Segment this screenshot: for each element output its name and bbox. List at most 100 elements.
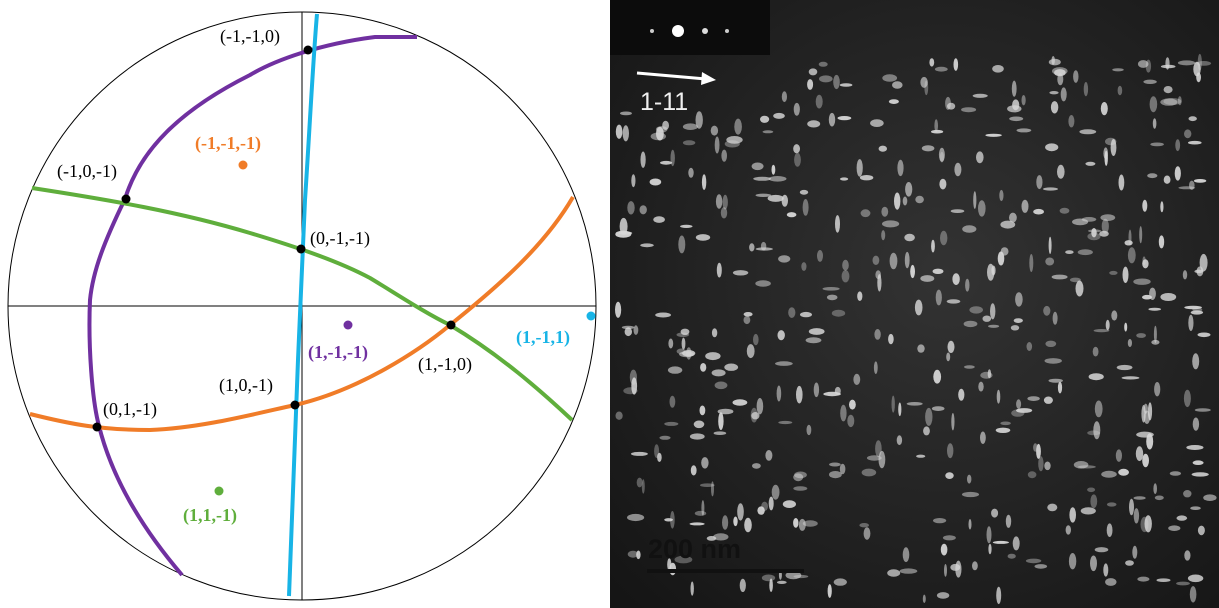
precipitate [938, 147, 945, 162]
precipitate [1101, 218, 1109, 234]
precipitate [1188, 314, 1194, 331]
precipitate [676, 348, 686, 355]
precipitate [701, 174, 707, 190]
precipitate [866, 455, 882, 461]
precipitate [681, 337, 686, 350]
precipitate [897, 159, 904, 177]
precipitate [833, 578, 847, 586]
precipitate [739, 578, 746, 593]
precipitate [755, 193, 772, 197]
precipitate [746, 344, 755, 359]
precipitate [1192, 307, 1203, 313]
precipitate [972, 561, 978, 571]
precipitate [1192, 460, 1204, 466]
precipitate [1013, 318, 1023, 323]
precipitate [690, 465, 697, 476]
precipitate [1027, 471, 1037, 479]
precipitate [1136, 431, 1154, 438]
precipitate [734, 118, 742, 135]
precipitate [944, 564, 947, 577]
precipitate [1005, 514, 1012, 528]
precipitate [947, 340, 955, 353]
precipitate [716, 262, 722, 278]
precipitate [834, 386, 841, 396]
precipitate [1124, 322, 1128, 332]
precipitate [914, 299, 923, 316]
precipitate [1065, 250, 1074, 255]
precipitate [711, 369, 726, 377]
precipitate [715, 194, 723, 209]
precipitate [749, 243, 755, 252]
precipitate [1177, 96, 1182, 106]
precipitate [1133, 278, 1151, 285]
pole-dot-green [214, 486, 224, 496]
precipitate [1193, 179, 1207, 183]
precipitate [985, 133, 1002, 137]
precipitate [1121, 376, 1140, 380]
direction-arrow [636, 71, 707, 81]
precipitate [768, 496, 774, 511]
precipitate [1190, 506, 1201, 511]
precipitate [969, 306, 983, 314]
precipitate [636, 550, 641, 560]
precipitate [946, 299, 961, 304]
precipitate [905, 182, 913, 197]
precipitate [733, 516, 738, 527]
precipitate [946, 352, 951, 362]
precipitate [1021, 95, 1026, 106]
precipitate [621, 325, 635, 330]
great-circle-purple [87, 35, 417, 577]
precipitate [689, 522, 705, 526]
precipitate [1188, 140, 1202, 145]
precipitate [958, 388, 965, 401]
great-circle-green [31, 186, 574, 422]
precipitate [1094, 547, 1109, 553]
precipitate [860, 209, 871, 218]
precipitate [1016, 399, 1022, 409]
precipitate [917, 344, 925, 353]
precipitate [753, 333, 759, 346]
precipitate [1052, 311, 1058, 325]
precipitate [965, 278, 970, 292]
precipitate [1087, 487, 1096, 493]
precipitate [980, 431, 986, 444]
precipitate [1184, 305, 1202, 310]
precipitate [701, 500, 705, 516]
precipitate [761, 501, 768, 511]
precipitate [1073, 461, 1089, 469]
intersection-point [296, 244, 306, 254]
precipitate [1087, 430, 1100, 436]
precipitate [1190, 310, 1204, 315]
precipitate [1100, 214, 1116, 222]
precipitate [786, 212, 797, 218]
precipitate [955, 560, 962, 578]
precipitate [896, 435, 903, 446]
precipitate [1016, 128, 1032, 133]
precipitate [808, 68, 818, 76]
precipitate [1068, 115, 1075, 128]
tem-micrograph: 1-11 200 nm [610, 0, 1219, 608]
precipitate [802, 520, 818, 527]
stereographic-projection: (-1,-1,0) (-1,0,-1) (0,-1,-1) (1,-1,0) (… [7, 11, 597, 601]
great-circle-blue [287, 13, 319, 597]
precipitate [1176, 581, 1190, 586]
precipitate [861, 468, 877, 477]
precipitate [800, 311, 812, 318]
great-circle-orange [29, 195, 575, 433]
diffraction-inset [610, 0, 770, 55]
precipitate [929, 58, 935, 67]
precipitate [940, 230, 948, 246]
precipitate [700, 363, 707, 372]
precipitate [668, 338, 674, 349]
precipitate [988, 324, 1000, 328]
precipitate [997, 251, 1005, 266]
precipitate [987, 369, 992, 379]
precipitate [1036, 443, 1041, 459]
precipitate [1034, 564, 1048, 569]
precipitate [863, 527, 871, 540]
precipitate [961, 491, 980, 498]
label-m1m10: (-1,-1,0) [220, 26, 280, 47]
precipitate [1197, 525, 1205, 536]
precipitate [1104, 150, 1108, 166]
precipitate [794, 152, 801, 167]
